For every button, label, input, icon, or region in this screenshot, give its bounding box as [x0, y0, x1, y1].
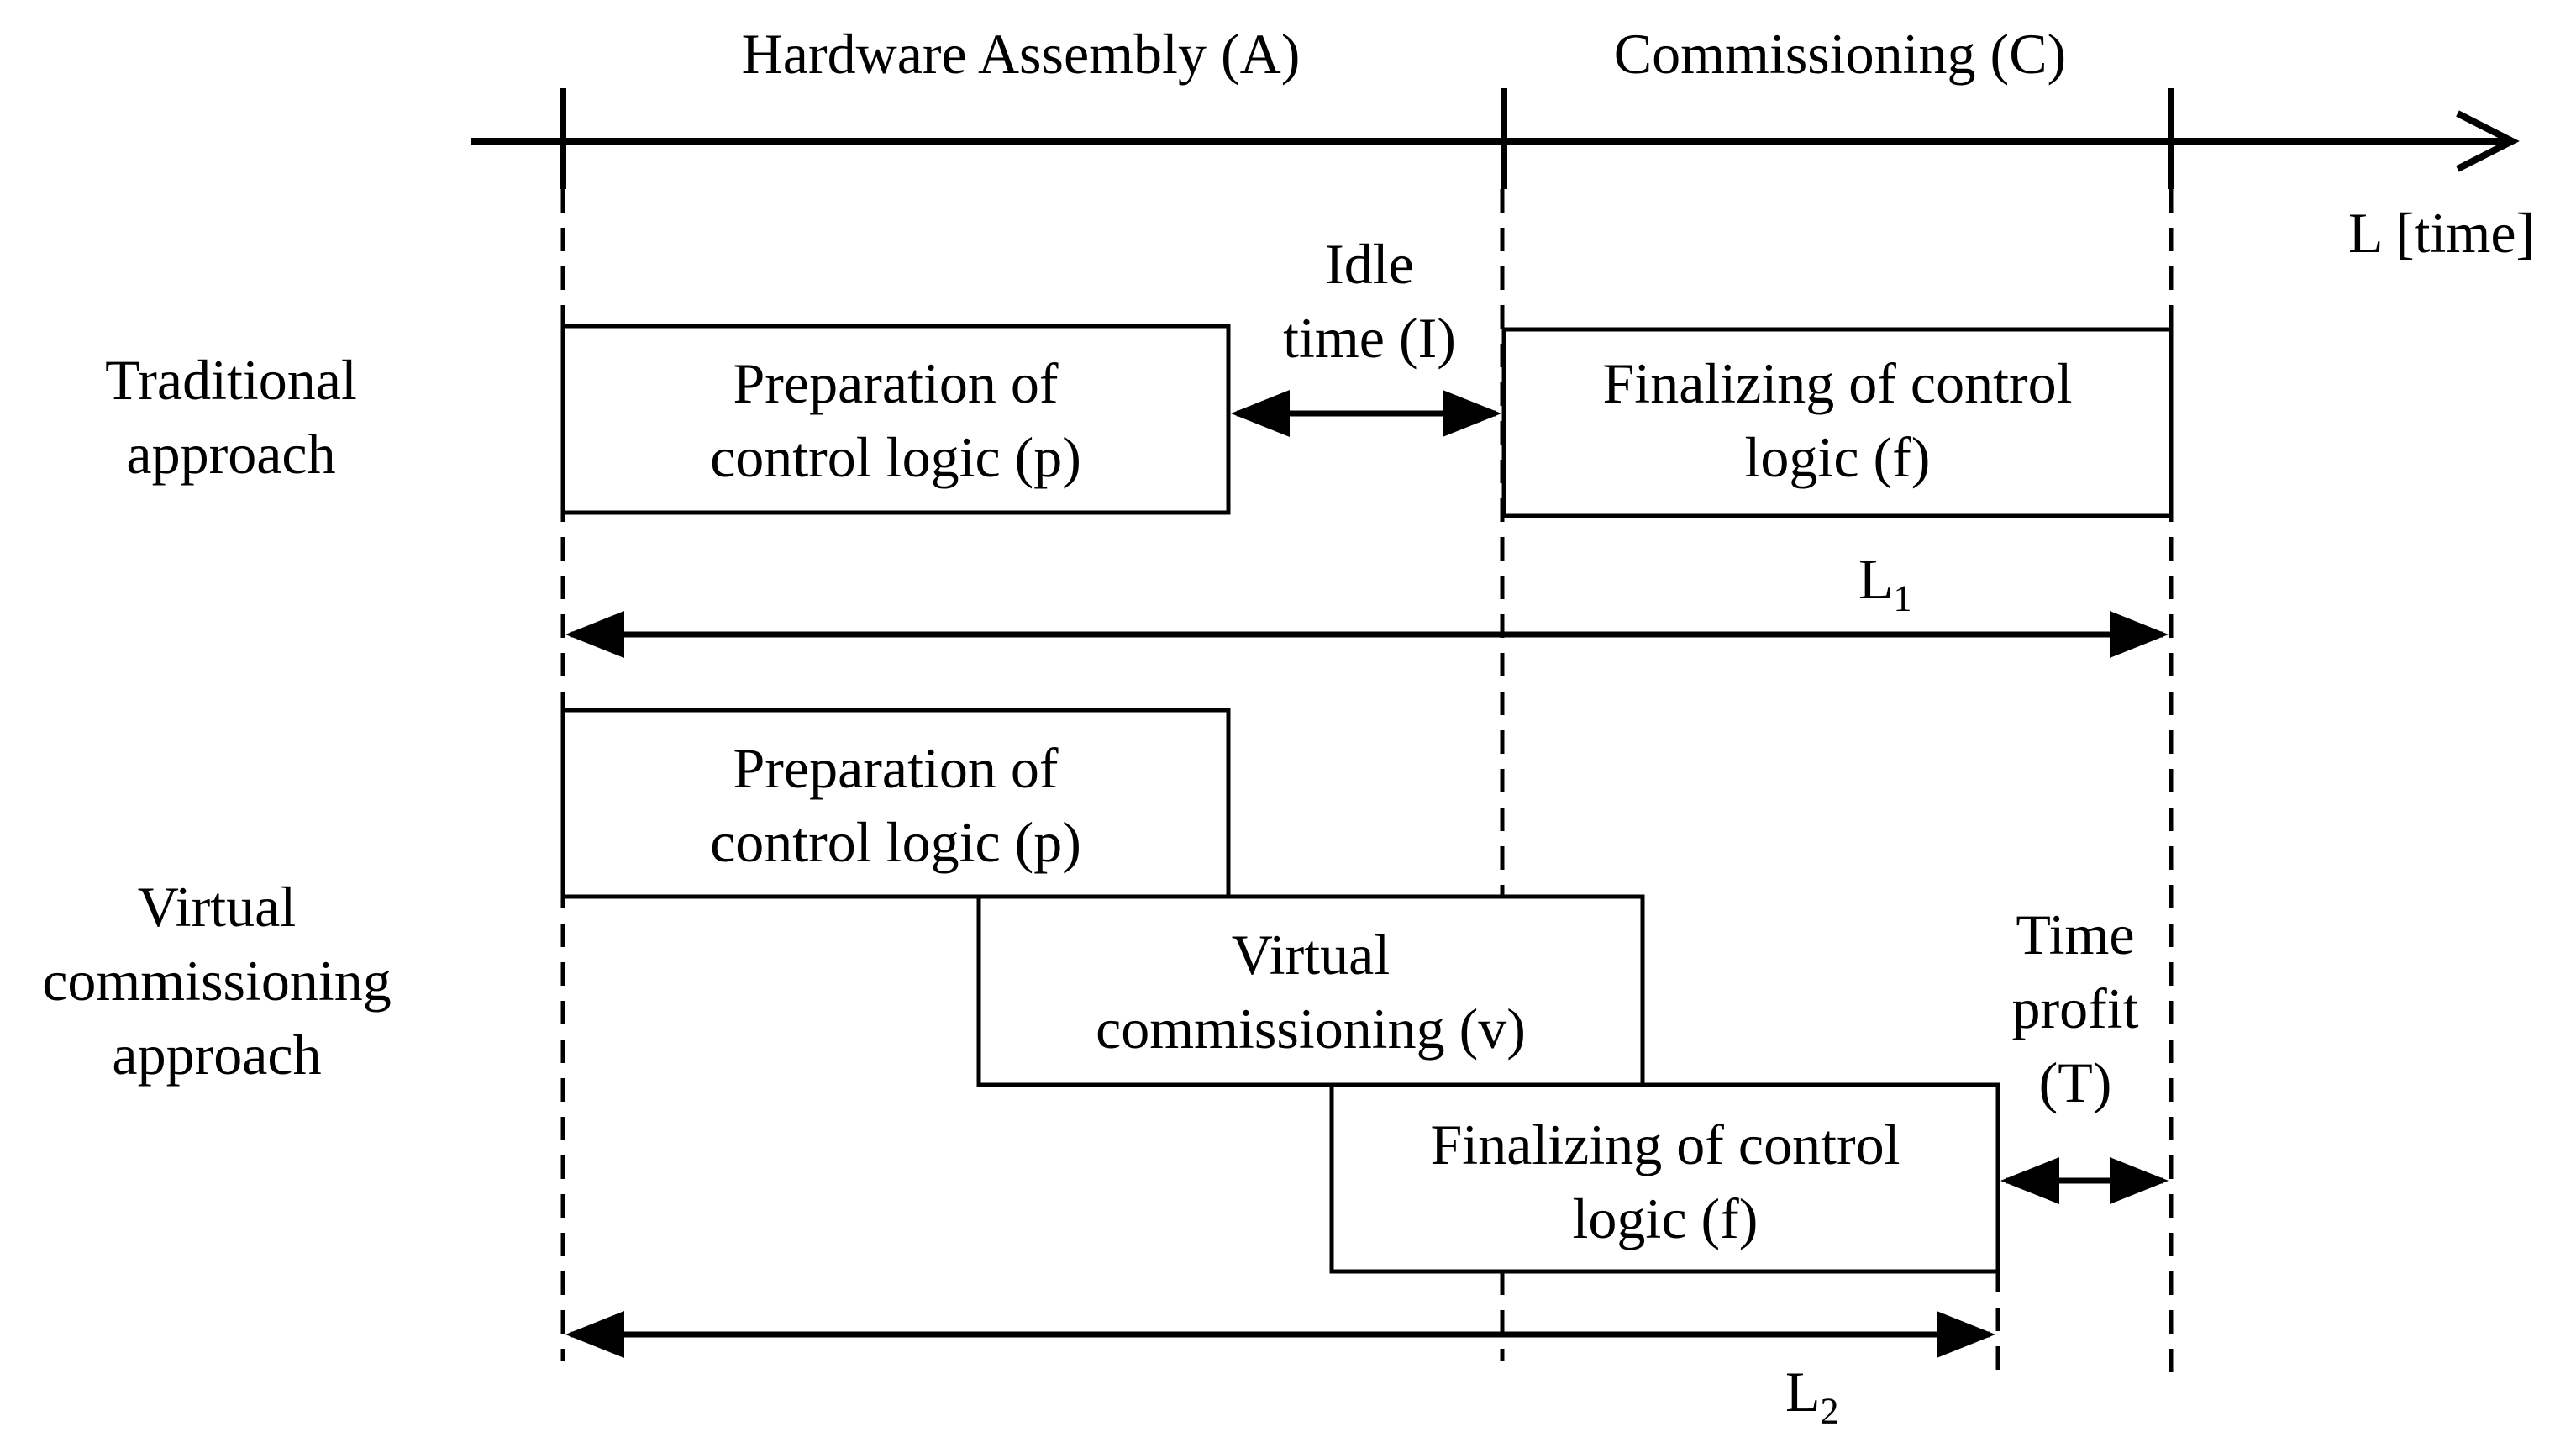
traditional-final-text: Finalizing of control logic (f)	[1602, 351, 2073, 489]
time-axis-arrowhead	[2456, 110, 2520, 172]
traditional-prep-box	[560, 324, 1231, 515]
time-profit-label: Time profit (T)	[2011, 903, 2139, 1114]
row-label-traditional: Traditional approach	[105, 348, 357, 486]
traditional-final-box	[1501, 327, 2174, 518]
l1-label-subscript: 1	[1893, 577, 1912, 619]
l1-label: L1	[1858, 550, 1912, 618]
l1-label-base: L	[1858, 547, 1894, 611]
virtual-prep-box	[560, 708, 1231, 899]
l2-label-subscript: 2	[1820, 1390, 1839, 1432]
row-label-virtual: Virtual commissioning approach	[42, 875, 392, 1087]
traditional-prep-text: Preparation of control logic (p)	[710, 351, 1081, 489]
virtual-prep-text: Preparation of control logic (p)	[710, 736, 1081, 874]
virtual-commissioning-text: Virtual commissioning (v)	[1096, 923, 1526, 1061]
phase-commissioning-label: Commissioning (C)	[1613, 22, 2067, 86]
time-axis-label: L [time]	[2348, 201, 2536, 265]
virtual-final-text: Finalizing of control logic (f)	[1430, 1113, 1900, 1250]
virtual-final-box	[1329, 1082, 2000, 1274]
l2-label-base: L	[1785, 1360, 1821, 1424]
phase-hardware-label: Hardware Assembly (A)	[741, 22, 1301, 86]
l2-label: L2	[1785, 1363, 1839, 1430]
idle-time-label: Idle time (I)	[1283, 232, 1456, 370]
virtual-commissioning-box	[976, 894, 1645, 1087]
